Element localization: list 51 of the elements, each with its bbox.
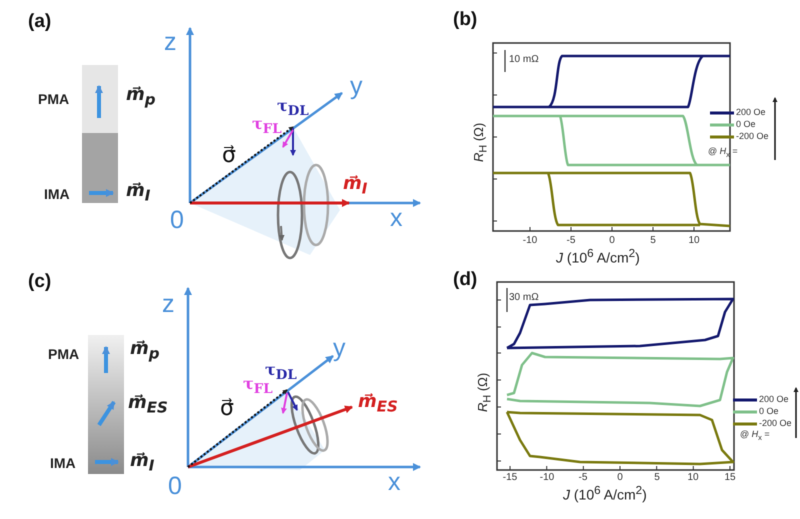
panel-label: (b) — [453, 10, 478, 29]
panel-label: (a) — [28, 12, 52, 31]
axis-title: J (10$^{6}$ A/cm$^{2}$) — [556, 248, 640, 265]
legend-text: 0 Oe — [736, 120, 756, 129]
tick-label: -5 — [566, 236, 576, 246]
legend-text: 200 Oe — [736, 108, 766, 117]
layer-label: IMA — [44, 187, 70, 201]
legend-text: -200 Oe — [759, 419, 792, 428]
vector-label: σ⃗ — [220, 398, 234, 420]
axis-title: J (10$^{6}$ A/cm$^{2}$) — [563, 485, 647, 502]
axis-label: 0 — [170, 208, 184, 233]
legend-text: 0 Oe — [759, 407, 779, 416]
vector-label: m⃗$_{I}$ — [343, 175, 368, 197]
axis-label: y — [333, 336, 346, 361]
torque-label: τ$_{DL}$ — [277, 98, 309, 119]
scale-label: 30 mΩ — [509, 293, 539, 303]
axis-label: 0 — [168, 474, 182, 499]
tick-label: 5 — [654, 473, 660, 483]
panel-label: (c) — [28, 272, 52, 291]
torque-label: τ$_{FL}$ — [252, 116, 282, 137]
axis-label: x — [390, 206, 402, 231]
axis-label: z — [162, 292, 174, 317]
legend-heading: @ H$_{x}$ = — [708, 147, 738, 158]
legend-text: 200 Oe — [759, 395, 789, 404]
vector-label: m⃗$_{ES}$ — [128, 394, 168, 416]
legend-heading: @ H$_{x}$ = — [740, 430, 770, 442]
tick-label: 0 — [617, 473, 623, 483]
panel-label: (d) — [453, 270, 478, 289]
layer-label: PMA — [48, 347, 80, 361]
scale-label: 10 mΩ — [509, 55, 539, 65]
tick-label: -15 — [502, 473, 518, 483]
tick-label: 10 — [688, 236, 700, 246]
tick-label: -10 — [522, 236, 538, 246]
vector-label: m⃗$_{p}$ — [126, 86, 156, 108]
vector-label: m⃗$_{I}$ — [126, 182, 150, 204]
tick-label: -10 — [540, 473, 554, 483]
tick-label: 0 — [609, 236, 615, 246]
layer-label: PMA — [38, 92, 70, 106]
tick-label: -5 — [578, 473, 588, 483]
layer-label: IMA — [50, 456, 76, 470]
vector-label: σ⃗ — [222, 145, 236, 167]
vector-label: m⃗$_{I}$ — [130, 452, 154, 474]
vector-label: m⃗$_{p}$ — [130, 340, 160, 362]
axis-label: z — [164, 30, 176, 55]
axis-label: y — [350, 74, 362, 99]
tick-label: 10 — [687, 473, 699, 483]
axis-label: x — [388, 470, 400, 495]
legend-text: -200 Oe — [736, 132, 769, 141]
vector-label: m⃗$_{ES}$ — [358, 393, 398, 415]
tick-label: 5 — [650, 236, 656, 246]
tick-label: 15 — [724, 473, 736, 483]
